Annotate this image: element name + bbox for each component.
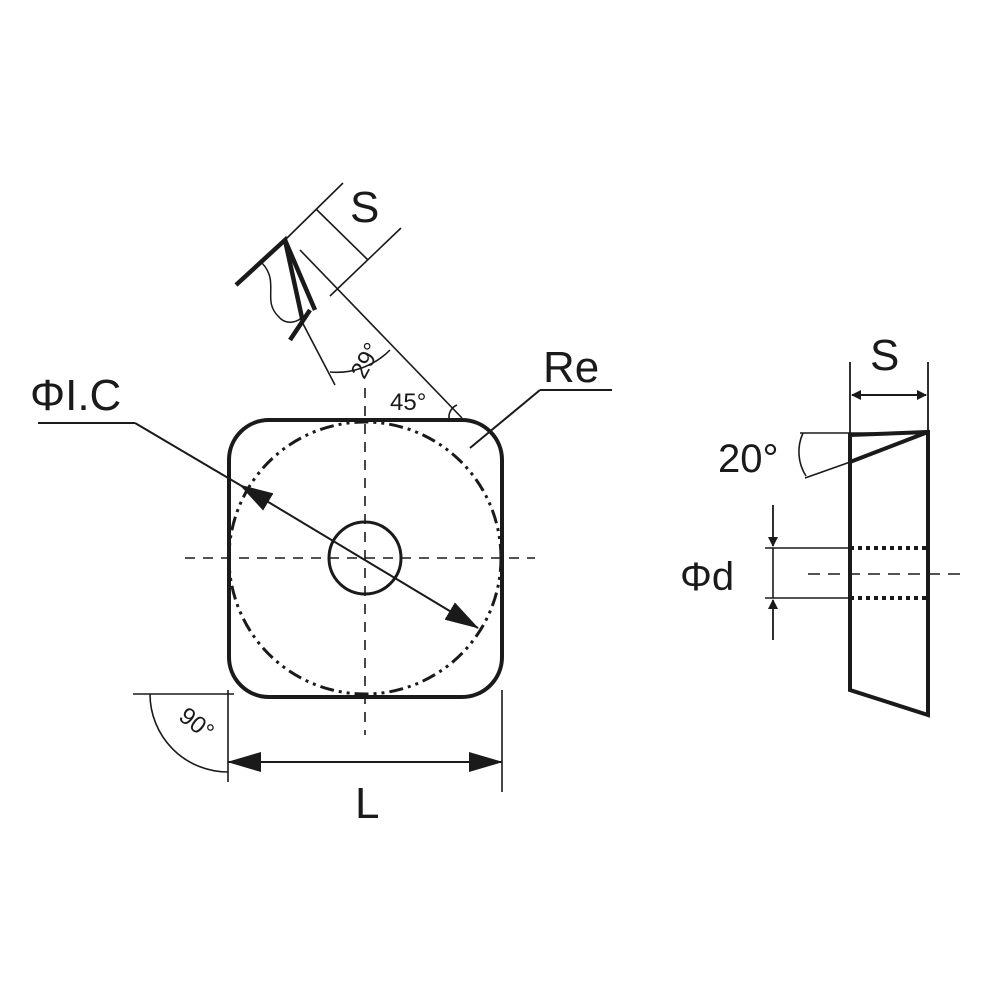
label-corner-angle: 90° (174, 702, 219, 746)
s-dimension-line (315, 208, 369, 261)
ic-leader-diagonal (134, 422, 241, 486)
side-angle-arc (798, 432, 807, 477)
side-view (765, 362, 962, 718)
label-thickness-side: S (870, 331, 899, 380)
section-bottom (288, 308, 312, 342)
clearance-angle-arc (329, 349, 391, 374)
approach-angle-line (299, 249, 463, 419)
corner-angle-arc (149, 693, 229, 773)
section-edge (282, 239, 318, 311)
label-clearance-angle: 29° (346, 338, 387, 383)
label-length: L (355, 779, 379, 828)
section-break-line (261, 262, 303, 323)
front-view (38, 249, 612, 792)
label-hole-diameter: Φd (680, 555, 734, 599)
side-angle-extension (804, 454, 871, 479)
label-inscribed-circle: ΦI.C (30, 371, 121, 420)
clearance-line-a (299, 317, 336, 386)
re-leader-diagonal (469, 389, 541, 449)
approach-angle-arc (448, 404, 458, 419)
edge-section-detail (234, 182, 402, 386)
s-extension-upper (284, 182, 344, 241)
s-extension-lower (329, 227, 402, 297)
label-thickness-top: S (350, 183, 379, 232)
label-side-angle: 20° (718, 437, 779, 481)
inscribed-circle (227, 420, 503, 696)
ic-diameter-arrow (239, 484, 479, 629)
label-approach-angle: 45° (390, 389, 426, 416)
label-corner-radius: Re (543, 343, 599, 392)
